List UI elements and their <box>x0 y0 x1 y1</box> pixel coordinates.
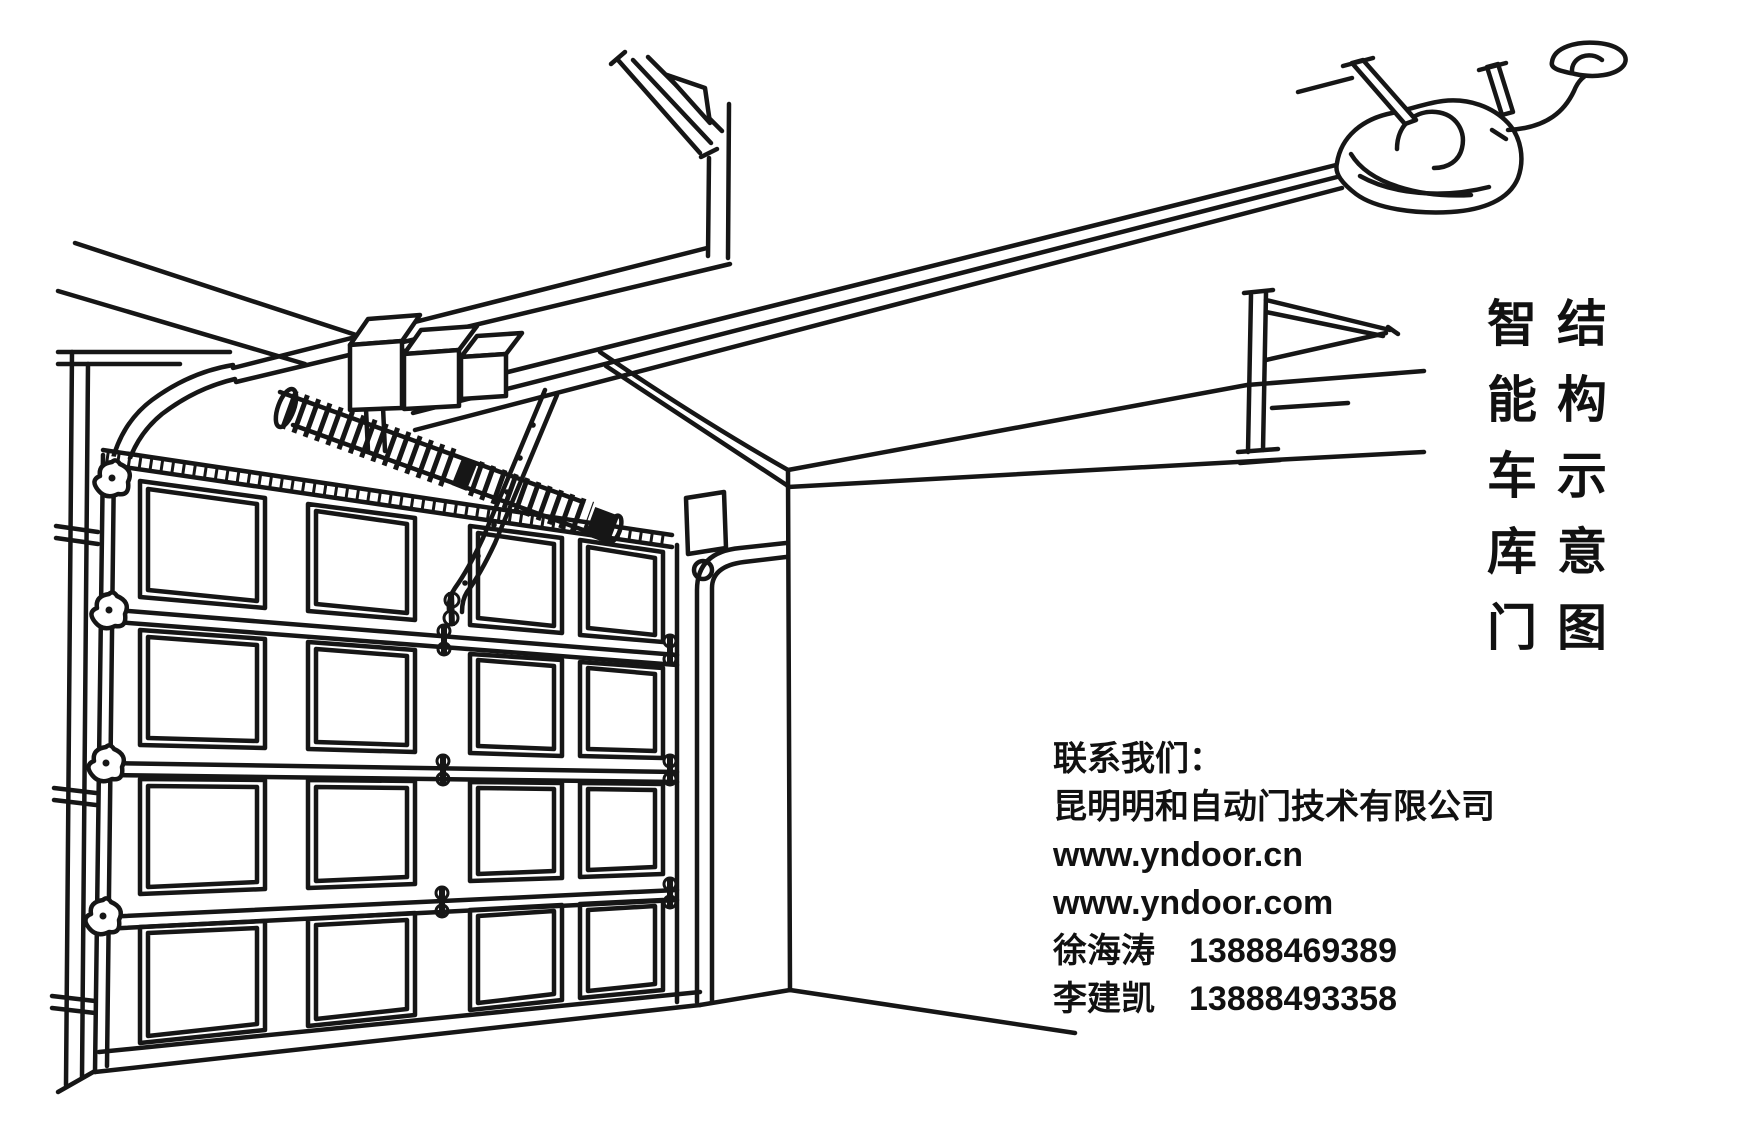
contact-heading: 联系我们： <box>1053 740 1223 778</box>
door-panel <box>137 776 268 897</box>
person-name: 李建凯 <box>1053 980 1155 1018</box>
door-panel <box>137 627 268 751</box>
title-char: 智 <box>1487 296 1537 352</box>
door-arm <box>442 387 560 627</box>
roller-bracket-icon <box>94 460 129 496</box>
left-jamb <box>49 349 101 1095</box>
spring-collar <box>451 457 478 491</box>
title-char: 意 <box>1557 524 1607 580</box>
track-hanger-bracket <box>608 49 732 261</box>
hanging-straps <box>1295 55 1516 127</box>
spring-end-cone <box>273 386 299 430</box>
ceiling-line <box>1295 75 1355 95</box>
wall-corner <box>597 349 1427 1036</box>
title-char: 结 <box>1557 296 1607 352</box>
door-panel <box>305 639 418 755</box>
threshold-line <box>697 987 793 1008</box>
door-bottom-edge <box>92 1002 703 1075</box>
contact-person: 李建凯 13888493358 <box>1053 975 1495 1023</box>
website-com: www.yndoor.com <box>1053 884 1334 922</box>
door-panel <box>305 501 418 623</box>
title-char: 图 <box>1557 600 1607 656</box>
vertical-title-right: 结 构 示 意 图 <box>1555 299 1609 653</box>
roller-bracket-icon <box>88 745 123 781</box>
contact-person: 徐海涛 13888469389 <box>1053 927 1495 975</box>
door-panel <box>305 777 418 891</box>
person-phone: 13888493358 <box>1189 980 1398 1018</box>
door-panel <box>467 523 565 636</box>
flag-bracket <box>683 489 729 557</box>
door-panel <box>577 897 666 1001</box>
horizontal-track <box>230 245 733 385</box>
person-name: 徐海涛 <box>1053 932 1155 970</box>
door-panel <box>137 918 268 1046</box>
roller <box>691 558 715 582</box>
title-char: 车 <box>1487 448 1537 504</box>
door-panel <box>467 902 565 1013</box>
rear-wall-bracket <box>1235 287 1401 466</box>
title-char: 门 <box>1487 600 1537 656</box>
motor-head <box>1334 98 1524 215</box>
person-phone: 13888469389 <box>1189 932 1398 970</box>
gusset-plate <box>664 72 713 126</box>
contact-block: 联系我们： 昆明明和自动门技术有限公司 www.yndoor.cn www.yn… <box>1053 735 1495 1023</box>
title-char: 示 <box>1557 448 1607 504</box>
ceiling-outlet <box>1549 40 1628 79</box>
opener-rail <box>409 161 1345 433</box>
roller-bracket-icon <box>91 592 126 628</box>
roller-bracket-icon <box>85 898 120 934</box>
door-panel <box>577 659 666 761</box>
spring-anchor-strap <box>363 404 388 454</box>
door-panel <box>467 651 565 759</box>
door-face <box>95 455 700 1072</box>
door-panel <box>305 910 418 1029</box>
floor-line <box>787 987 1078 1036</box>
door-panel <box>577 780 666 880</box>
vertical-title-left: 智 能 车 库 门 <box>1485 299 1539 653</box>
door-panel <box>137 478 268 611</box>
title-char: 能 <box>1487 372 1537 428</box>
title-char: 构 <box>1557 372 1607 428</box>
door-panel <box>467 779 565 884</box>
door-panel-grid <box>137 478 666 1046</box>
company-name: 昆明明和自动门技术有限公司 <box>1053 788 1495 826</box>
title-char: 库 <box>1487 524 1537 580</box>
sectional-door <box>85 447 789 1075</box>
right-track <box>674 489 789 1005</box>
website-cn: www.yndoor.cn <box>1053 836 1303 874</box>
power-cord <box>1505 70 1595 133</box>
torsion-spring <box>273 386 624 545</box>
spring-mounting-blocks <box>347 312 525 413</box>
